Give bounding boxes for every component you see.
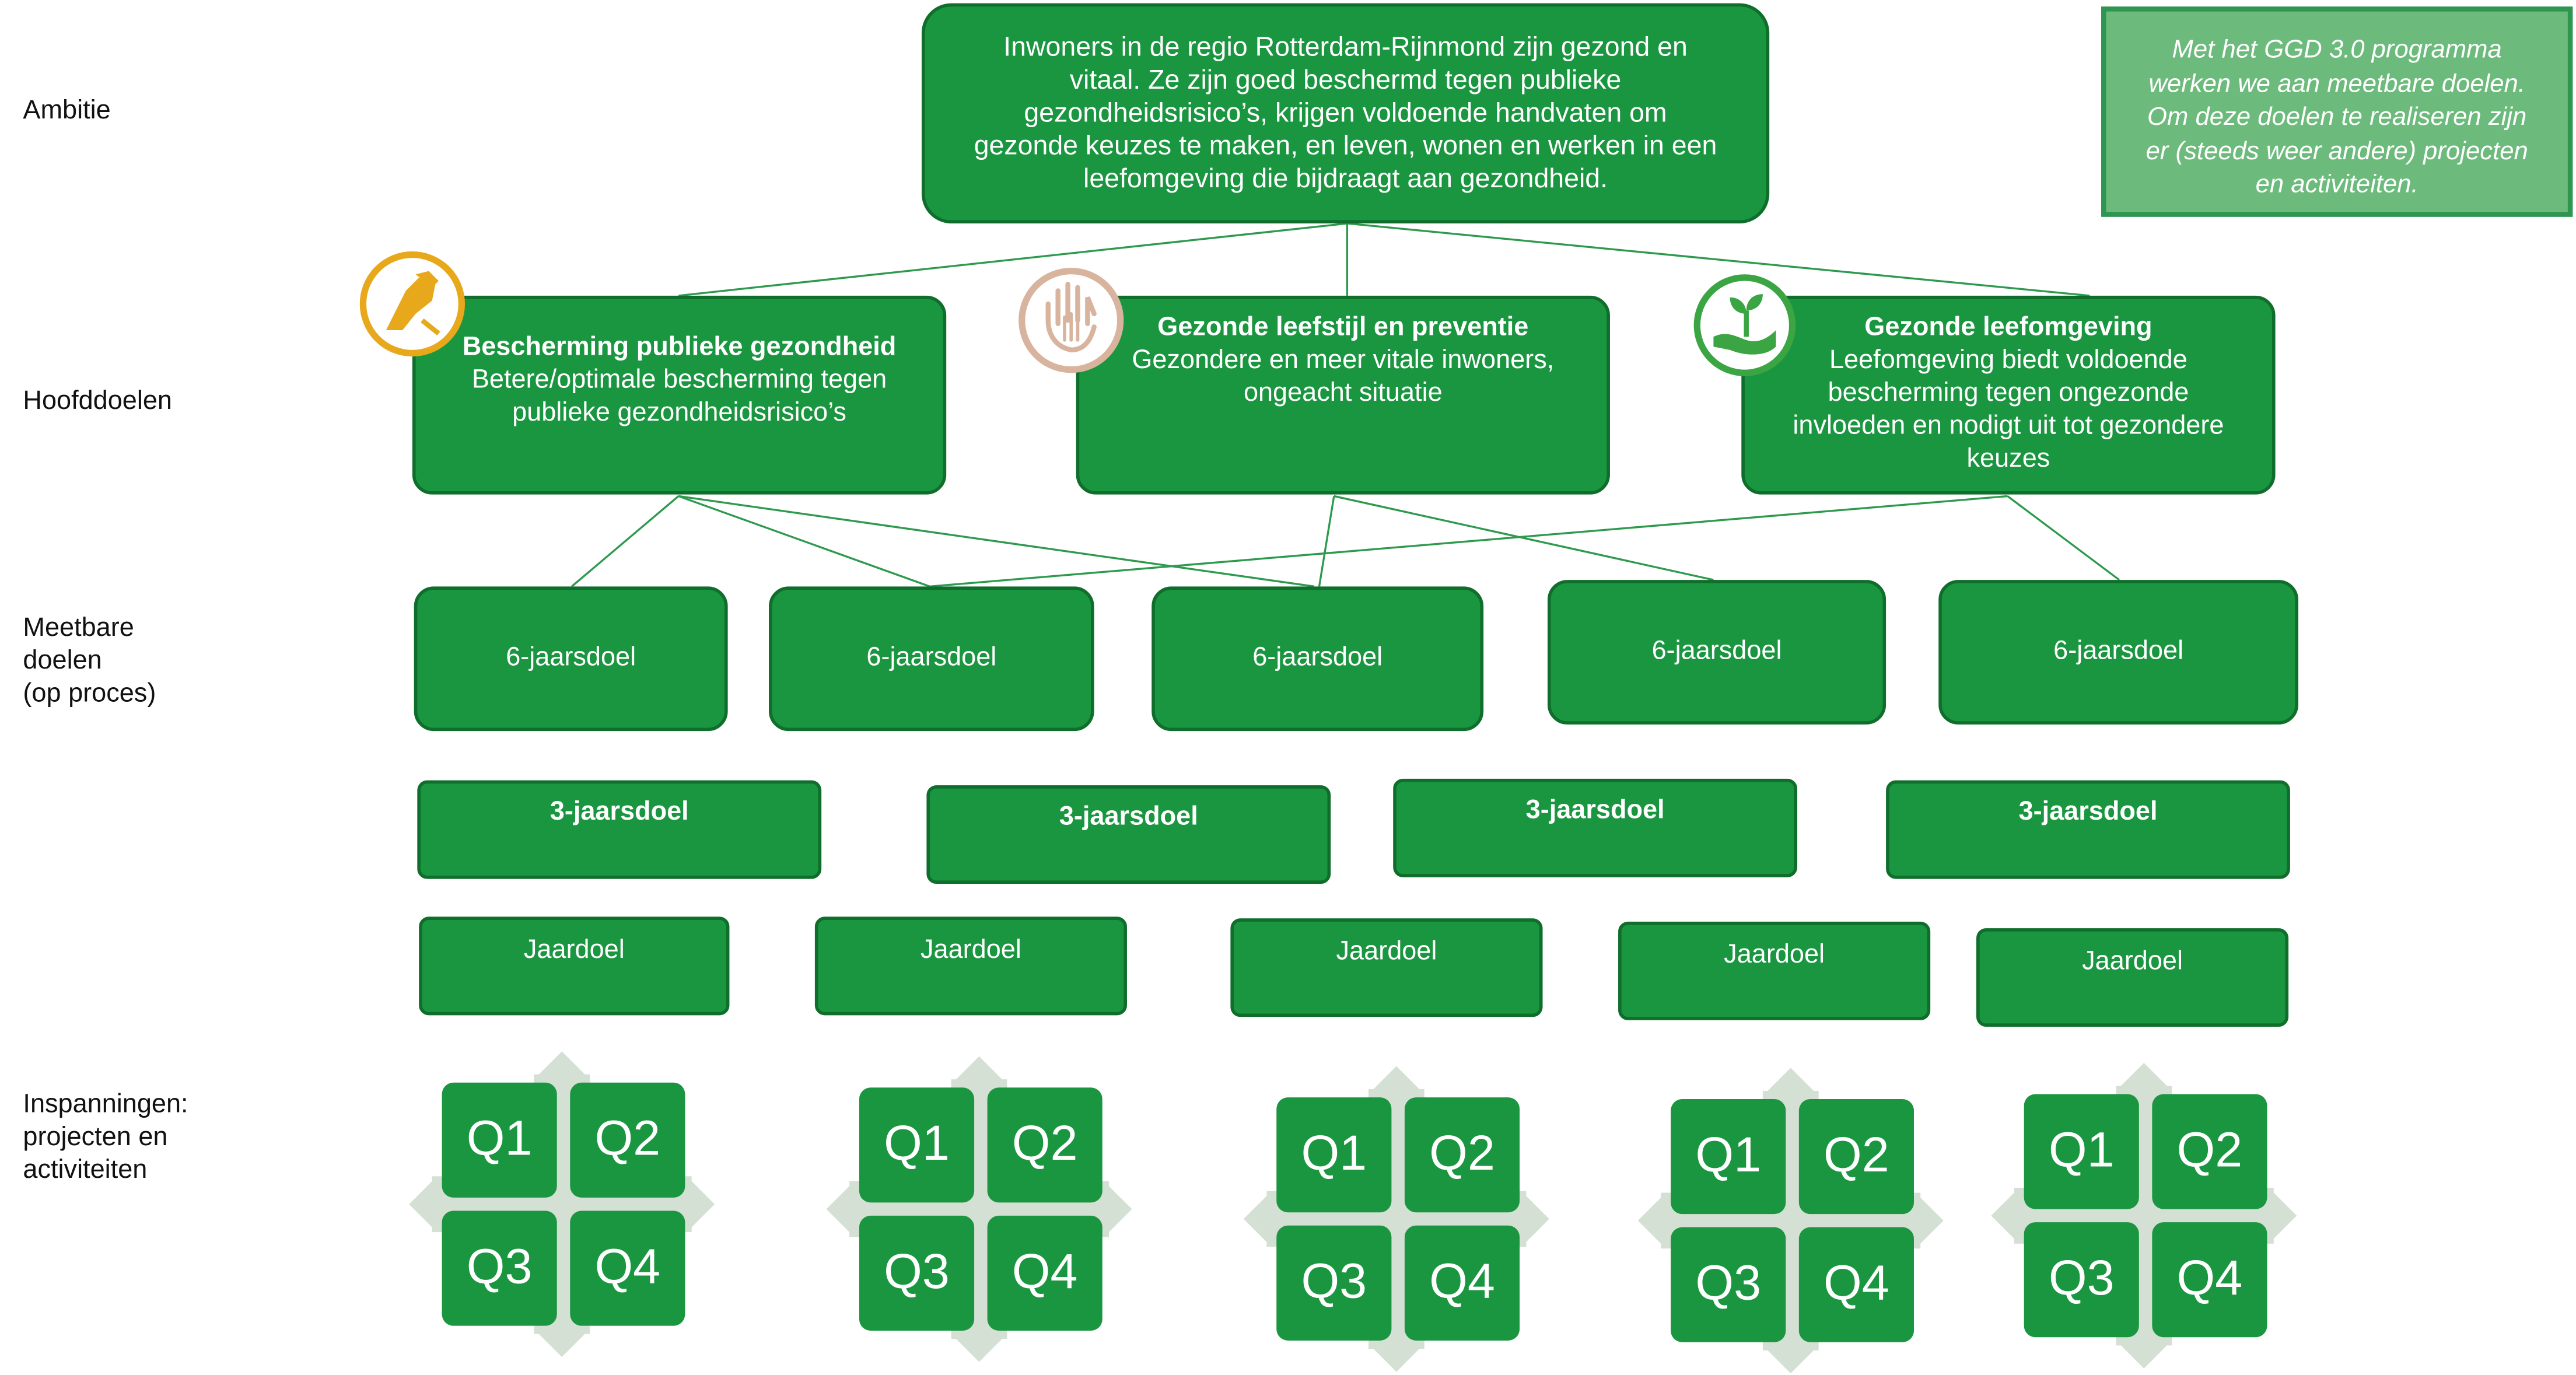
- handshake-icon: [359, 251, 466, 357]
- quarter-q1: Q1: [859, 1087, 975, 1203]
- quarter-q1: Q1: [442, 1082, 557, 1198]
- zesjaarsdoel-1: 6-jaarsdoel: [414, 586, 728, 732]
- hoofddoel-leefomgeving: Gezonde leefomgeving Leefomgeving biedt …: [1741, 295, 2276, 495]
- quarter-q2: Q2: [1798, 1098, 1914, 1215]
- quarter-q3: Q3: [1671, 1227, 1786, 1342]
- quarter-q3: Q3: [442, 1210, 557, 1326]
- connector-line: [2007, 495, 2120, 581]
- zesjaarsdoel-3: 6-jaarsdoel: [1152, 586, 1484, 732]
- jaardoel-4: Jaardoel: [1618, 921, 1931, 1020]
- connector-line: [678, 495, 1315, 588]
- quarter-q1: Q1: [2024, 1094, 2139, 1209]
- plant-in-hand-icon: [1693, 274, 1796, 376]
- quarter-q4: Q4: [570, 1210, 685, 1326]
- driejaarsdoel-4: 3-jaarsdoel: [1886, 780, 2290, 879]
- connector-line: [678, 495, 930, 587]
- connector-line: [678, 222, 1348, 297]
- quarter-q4: Q4: [2152, 1222, 2267, 1338]
- quarter-q2: Q2: [1404, 1097, 1520, 1213]
- driejaarsdoel-1: 3-jaarsdoel: [417, 780, 822, 879]
- quarter-q2: Q2: [2152, 1094, 2267, 1209]
- hoofddoel-bescherming: Bescherming publieke gezondheid Betere/o…: [412, 295, 947, 495]
- jaardoel-3: Jaardoel: [1230, 918, 1543, 1017]
- driejaarsdoel-3: 3-jaarsdoel: [1393, 778, 1798, 877]
- ambition-box: Inwoners in de regio Rotterdam-Rijnmond …: [921, 3, 1770, 223]
- quarter-q4: Q4: [987, 1215, 1102, 1331]
- quarter-q2: Q2: [570, 1082, 685, 1198]
- quarter-q4: Q4: [1798, 1227, 1914, 1342]
- quarter-q3: Q3: [859, 1215, 975, 1331]
- quarter-q1: Q1: [1671, 1098, 1786, 1215]
- jaardoel-2: Jaardoel: [814, 916, 1127, 1016]
- connector-line: [570, 495, 680, 587]
- quarter-q4: Q4: [1404, 1225, 1520, 1341]
- zesjaarsdoel-4: 6-jaarsdoel: [1547, 580, 1887, 725]
- jaardoel-5: Jaardoel: [1976, 928, 2289, 1027]
- connector-line: [1334, 495, 1714, 581]
- row-label-meetbare-doelen: Meetbare doelen (op proces): [23, 614, 156, 708]
- driejaarsdoel-2: 3-jaarsdoel: [926, 785, 1331, 884]
- hoofddoel-leefstijl: Gezonde leefstijl en preventie Gezondere…: [1076, 295, 1610, 495]
- quarter-q1: Q1: [1276, 1097, 1392, 1213]
- quarter-q3: Q3: [1276, 1225, 1392, 1341]
- row-label-inspanningen: Inspanningen: projecten en activiteiten: [23, 1090, 188, 1185]
- zesjaarsdoel-2: 6-jaarsdoel: [769, 586, 1094, 732]
- quarter-q2: Q2: [987, 1087, 1102, 1203]
- hands-icon: [1019, 268, 1124, 373]
- quarter-q3: Q3: [2024, 1222, 2139, 1338]
- program-note: Met het GGD 3.0 programma werken we aan …: [2101, 6, 2573, 217]
- jaardoel-1: Jaardoel: [419, 916, 730, 1016]
- connector-line: [1318, 496, 1335, 587]
- row-label-hoofddoelen: Hoofddoelen: [23, 387, 173, 416]
- zesjaarsdoel-5: 6-jaarsdoel: [1938, 580, 2299, 725]
- row-label-ambitie: Ambitie: [23, 97, 111, 125]
- connector-line: [929, 495, 2008, 588]
